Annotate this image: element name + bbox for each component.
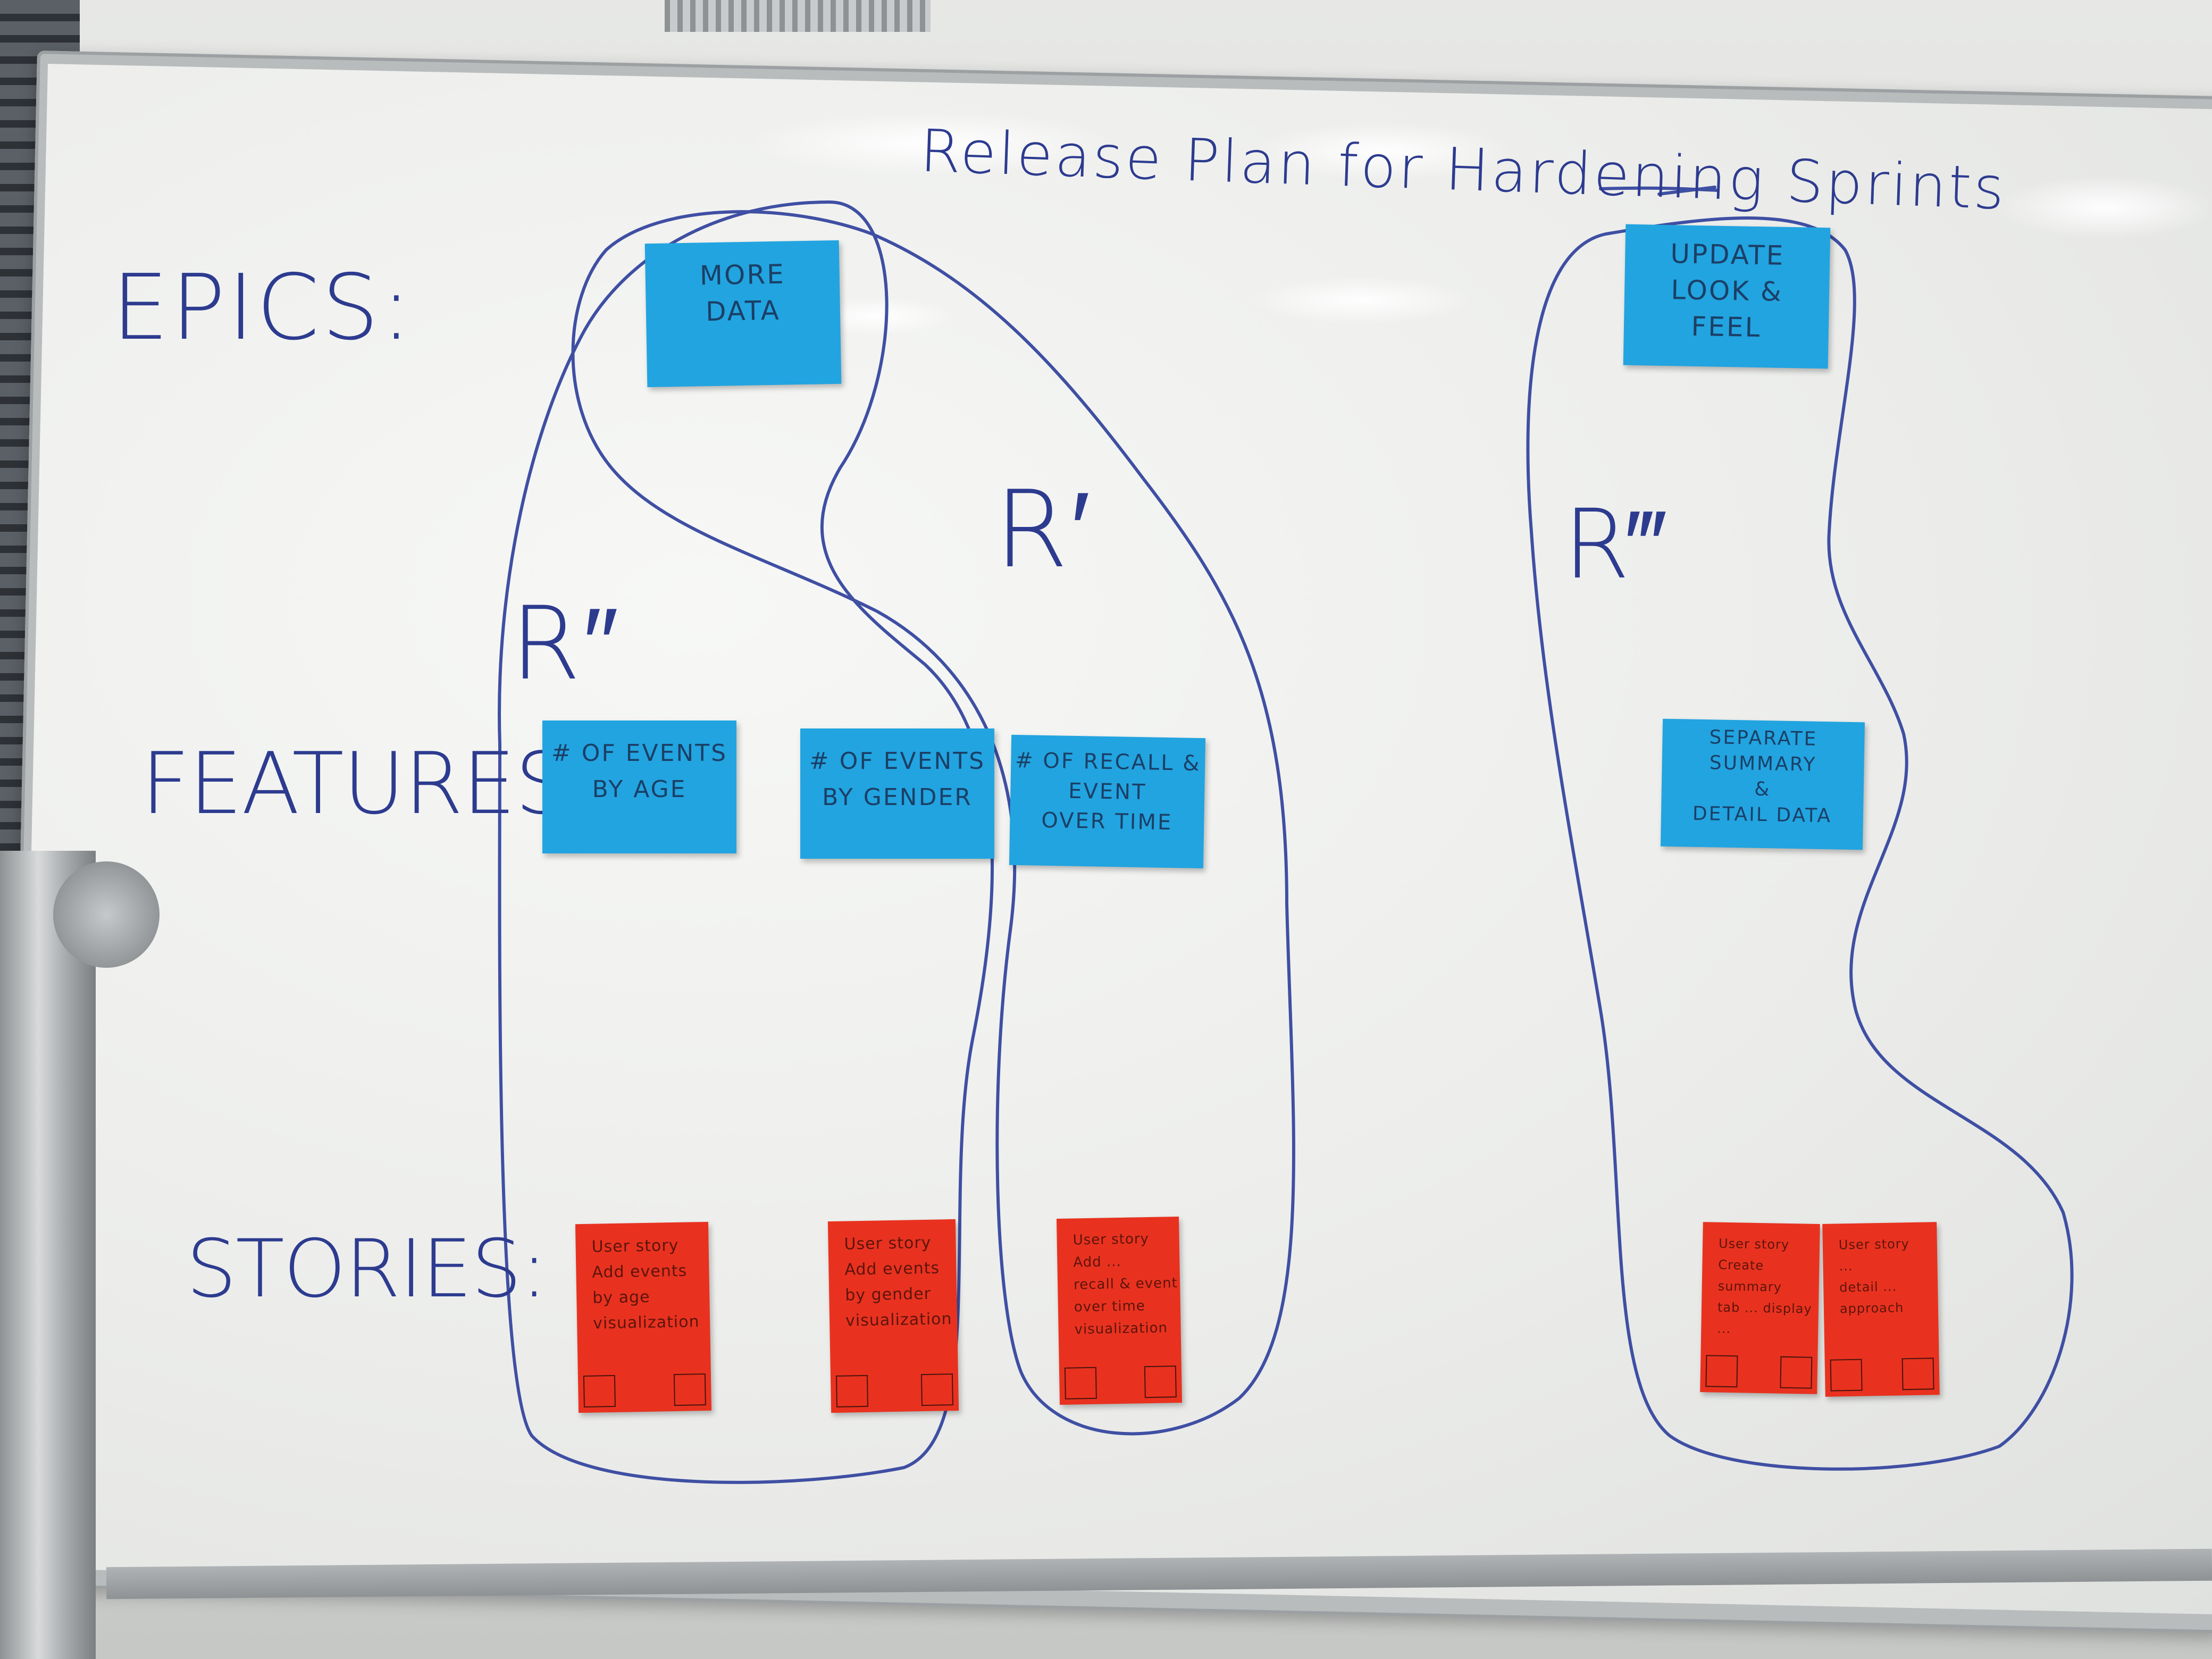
ceiling-vent bbox=[665, 0, 931, 32]
release-r1-boundary bbox=[571, 210, 1295, 1436]
row-label-features: FEATURES: bbox=[141, 734, 597, 833]
story-note-events-by-age: User story Add events by age visualizati… bbox=[575, 1221, 712, 1413]
whiteboard-stand-pole bbox=[0, 851, 96, 1659]
story-checkbox-right bbox=[1901, 1358, 1934, 1390]
release-label-r1: R′ bbox=[994, 468, 1093, 592]
epic-note-text: UPDATE LOOK & FEEL bbox=[1670, 238, 1785, 343]
whiteboard-stand-clamp bbox=[53, 861, 160, 968]
release-r2-boundary bbox=[498, 200, 994, 1484]
story-checkbox-right bbox=[920, 1373, 953, 1406]
story-note-recall-over-time: User story Add ... recall & event over t… bbox=[1056, 1217, 1183, 1405]
story-checkbox-right bbox=[1144, 1365, 1177, 1398]
light-glare bbox=[1250, 276, 1473, 324]
light-glare bbox=[1250, 122, 1515, 181]
story-note-text: User story Add ... recall & event over t… bbox=[1073, 1231, 1178, 1338]
row-label-stories: STORIES: bbox=[186, 1223, 548, 1316]
light-glare bbox=[1994, 175, 2212, 239]
story-note-summary-display: User story Create summary tab ... displa… bbox=[1700, 1222, 1820, 1394]
story-checkbox-right bbox=[1780, 1356, 1813, 1389]
story-note-events-by-gender: User story Add events by gender visualiz… bbox=[827, 1219, 959, 1413]
story-note-detail-approach: User story ... detail ... approach bbox=[1822, 1222, 1940, 1397]
release-label-r3: R‴ bbox=[1563, 489, 1668, 600]
row-label-epics: EPICS: bbox=[112, 255, 414, 361]
release-label-r2: R″ bbox=[510, 585, 621, 702]
epic-note-text: MORE DATA bbox=[699, 258, 786, 328]
feature-note-events-by-gender: # OF EVENTS BY GENDER bbox=[800, 728, 994, 859]
feature-note-text: # OF EVENTS BY GENDER bbox=[809, 748, 986, 811]
strike-through-mark bbox=[1657, 186, 1716, 196]
release-r3-boundary bbox=[1526, 216, 2074, 1471]
story-checkbox-left bbox=[1705, 1355, 1738, 1388]
story-note-text: User story Create summary tab ... displa… bbox=[1717, 1236, 1812, 1337]
feature-note-text: # OF RECALL & EVENT OVER TIME bbox=[1015, 748, 1201, 835]
feature-note-text: # OF EVENTS BY AGE bbox=[551, 740, 728, 803]
feature-note-recall-event-over-time: # OF RECALL & EVENT OVER TIME bbox=[1009, 734, 1206, 869]
story-checkbox-left bbox=[1830, 1359, 1863, 1392]
feature-note-separate-summary-detail: SEPARATE SUMMARY & DETAIL DATA bbox=[1660, 718, 1865, 850]
feature-note-events-by-age: # OF EVENTS BY AGE bbox=[542, 720, 736, 853]
epic-note-more-data: MORE DATA bbox=[644, 240, 842, 388]
feature-note-text: SEPARATE SUMMARY & DETAIL DATA bbox=[1692, 726, 1832, 827]
story-note-text: User story Add events by gender visualiz… bbox=[844, 1233, 952, 1330]
story-note-text: User story ... detail ... approach bbox=[1838, 1236, 1910, 1317]
epic-note-update-look-feel: UPDATE LOOK & FEEL bbox=[1623, 224, 1831, 369]
story-checkbox-left bbox=[835, 1375, 868, 1407]
story-note-text: User story Add events by age visualizati… bbox=[591, 1236, 700, 1333]
story-checkbox-left bbox=[1064, 1367, 1097, 1400]
light-glare bbox=[744, 112, 1117, 175]
story-checkbox-right bbox=[673, 1373, 706, 1406]
story-checkbox-left bbox=[583, 1375, 616, 1407]
